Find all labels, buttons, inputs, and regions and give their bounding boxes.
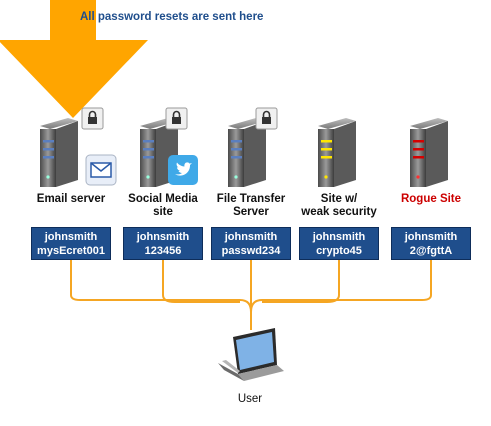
rogue-server-icon [410, 118, 448, 187]
social-media-label: Social Media site [128, 193, 198, 218]
credential-username: johnsmith [404, 231, 458, 243]
credential-username: johnsmith [224, 231, 278, 243]
weak-security-label: Site w/ weak security [301, 193, 377, 218]
rogue-site-credentials-box: johnsmith 2@fgttA [391, 227, 471, 260]
credential-username: johnsmith [136, 231, 190, 243]
password-reset-banner: All password resets are sent here [80, 11, 264, 23]
lock-icon [165, 107, 188, 130]
lock-icon [81, 107, 104, 130]
credential-username: johnsmith [312, 231, 366, 243]
arrow-icon [0, 0, 148, 118]
credential-password: 2@fgttA [409, 245, 453, 257]
social-media-server-icon [140, 118, 178, 187]
credential-password: 123456 [144, 245, 182, 257]
file-transfer-label: File Transfer Server [216, 193, 286, 218]
weak-security-server-icon [318, 118, 356, 187]
email-credentials-box: johnsmith mysEcret001 [31, 227, 111, 260]
file-transfer-server-icon [228, 118, 266, 187]
file-transfer-credentials-box: johnsmith passwd234 [211, 227, 291, 260]
twitter-bird-icon [168, 155, 198, 185]
credential-password: crypto45 [316, 245, 362, 257]
social-media-credentials-box: johnsmith 123456 [123, 227, 203, 260]
email-server-icon [40, 118, 78, 187]
laptop-icon [218, 328, 284, 381]
network-lines [70, 260, 432, 330]
email-server-label: Email server [36, 193, 106, 205]
rogue-site-label: Rogue Site [400, 193, 462, 205]
credential-password: passwd234 [221, 245, 281, 257]
weak-security-credentials-box: johnsmith crypto45 [299, 227, 379, 260]
lock-icon [255, 107, 278, 130]
user-label: User [237, 393, 263, 405]
credential-password: mysEcret001 [37, 245, 105, 257]
credential-username: johnsmith [44, 231, 98, 243]
mail-icon [85, 154, 117, 186]
